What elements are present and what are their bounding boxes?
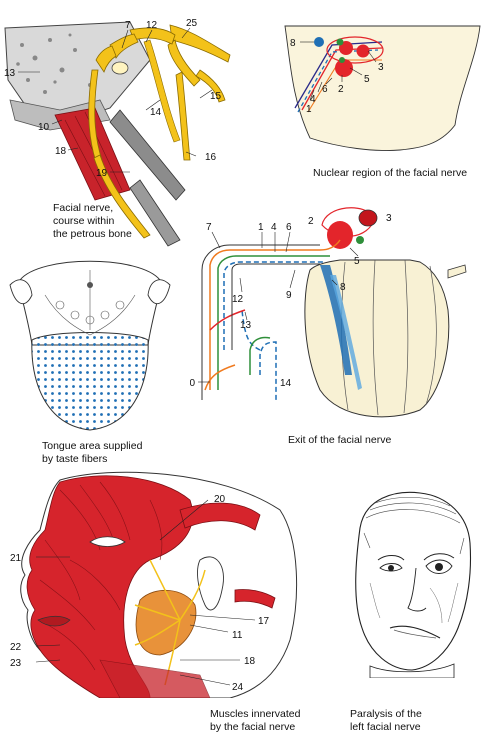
tongue-illustration: [9, 260, 171, 431]
exit-label: 13: [240, 320, 252, 331]
petrous-label: 12: [146, 20, 158, 31]
nuclear-label: 2: [338, 84, 344, 95]
muscles-label: 23: [10, 658, 22, 669]
exit-label: 8: [340, 282, 346, 293]
petrous-label: 16: [205, 152, 217, 163]
exit-label: 3: [386, 213, 392, 224]
muscles-label: 17: [258, 616, 270, 627]
facial-muscles-panel: 20 21 17 11 22 23 18 24 Muscles innervat…: [0, 470, 320, 738]
petrous-label: 19: [96, 168, 108, 179]
exit-label: 7: [206, 222, 212, 233]
muscles-label: 24: [232, 682, 244, 693]
nuclear-label: 8: [290, 38, 296, 49]
facial-nerve-exit-panel: 2 3 7 1 4 6 5 12 9 8 13 10 14 Exit of th…: [190, 200, 494, 460]
muscles-caption: Muscles innervated by the facial nerve: [210, 708, 301, 733]
exit-label: 10: [190, 378, 196, 389]
nuclear-caption: Nuclear region of the facial nerve: [313, 167, 468, 179]
muscles-label: 21: [10, 553, 22, 564]
petrous-label: 15: [210, 91, 222, 102]
tongue-caption: Tongue area supplied by taste fibers: [42, 440, 143, 465]
nuclear-label: 5: [364, 74, 370, 85]
facial-paralysis-panel: Paralysis of the left facial nerve: [330, 488, 494, 738]
tongue-panel: Tongue area supplied by taste fibers: [0, 250, 180, 470]
exit-label: 6: [286, 222, 292, 233]
petrous-bone-panel: 7 12 25 13 15 14 10 18 16 19 Facial nerv…: [0, 0, 250, 250]
facial-paralysis-portrait: [355, 491, 472, 678]
muscles-label: 22: [10, 642, 22, 653]
facial-muscles-illustration: 20 21 17 11 22 23 18 24: [10, 471, 298, 698]
petrous-caption: Facial nerve, course within the petrous …: [53, 202, 132, 240]
exit-label: 1: [258, 222, 264, 233]
petrous-label: 7: [125, 20, 131, 31]
petrous-label: 14: [150, 107, 162, 118]
muscles-label: 18: [244, 656, 256, 667]
nuclear-label: 4: [310, 94, 316, 105]
petrous-label: 18: [55, 146, 67, 157]
exit-label: 12: [232, 294, 244, 305]
muscles-label: 20: [214, 494, 226, 505]
exit-label: 2: [308, 216, 314, 227]
exit-caption: Exit of the facial nerve: [288, 434, 392, 446]
nuclear-region-panel: 8 3 5 2 6 4 1 Nuclear region of the faci…: [280, 20, 494, 195]
exit-label: 9: [286, 290, 292, 301]
exit-label: 14: [280, 378, 292, 389]
petrous-label: 10: [38, 122, 50, 133]
exit-label: 4: [271, 222, 277, 233]
paralysis-caption: Paralysis of the left facial nerve: [350, 708, 422, 733]
petrous-bone-illustration: 7 12 25 13 15 14 10 18 16 19: [4, 18, 231, 247]
facial-nerve-exit-illustration: 2 3 7 1 4 6 5 12 9 8 13 10 14: [190, 207, 467, 418]
petrous-label: 13: [4, 68, 16, 79]
nuclear-label: 3: [378, 62, 384, 73]
muscles-label: 11: [232, 630, 243, 641]
nuclear-label: 1: [306, 104, 312, 115]
nuclear-region-illustration: 8 3 5 2 6 4 1: [284, 25, 481, 151]
exit-label: 5: [354, 256, 360, 267]
petrous-label: 25: [186, 18, 198, 29]
nuclear-label: 6: [322, 84, 328, 95]
